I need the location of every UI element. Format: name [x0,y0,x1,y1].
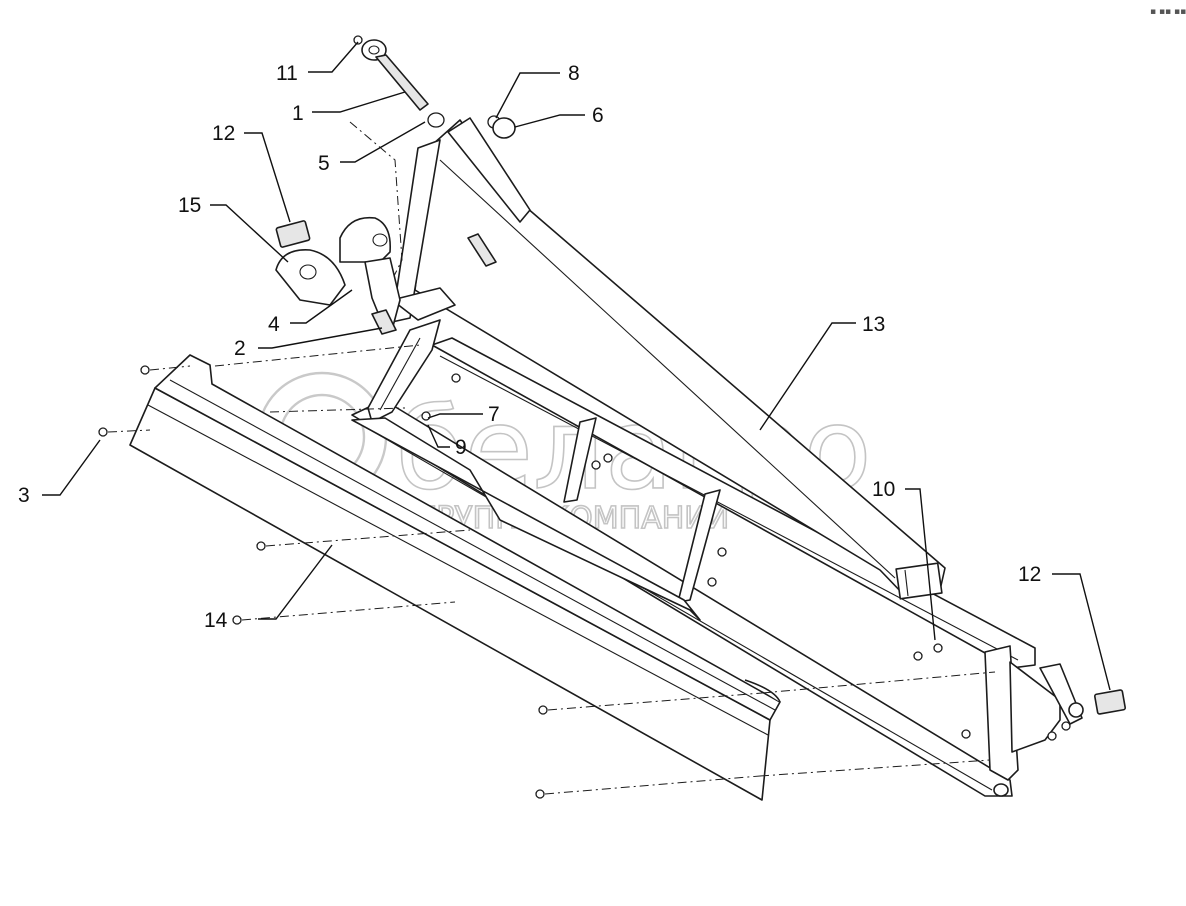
eye-bolt-assembly [349,35,516,301]
callout-7: 7 [488,403,500,426]
callout-12-right: 12 [1018,563,1041,586]
callout-14: 14 [204,609,228,632]
callout-1: 1 [292,102,304,125]
callout-4: 4 [268,313,280,336]
callout-10: 10 [872,478,895,501]
cross-braces [563,417,721,603]
fasteners [98,344,1071,799]
callout-11: 11 [276,62,298,85]
callout-8: 8 [568,62,580,85]
callout-9: 9 [455,436,467,459]
corner-mark: ▪ ▪▪ ▪▪▪ [1150,7,1186,17]
side-panel [351,417,701,621]
right-end-bracket [984,645,1127,781]
upright-post [391,139,456,323]
callout-12-top: 12 [212,122,235,145]
inner-bracket [367,319,441,423]
hinge-assembly [275,216,497,335]
callout-6: 6 [592,104,604,127]
callout-13: 13 [862,313,885,336]
callout-labels: 11 1 5 8 6 12 15 4 2 13 7 9 3 10 12 14 [18,62,1041,632]
callout-2: 2 [234,337,246,360]
cover-panel [129,354,781,801]
boom-arm [414,117,946,600]
callout-15: 15 [178,194,201,217]
callout-5: 5 [318,152,330,175]
callout-leaders [42,41,1111,691]
callout-3: 3 [18,484,30,507]
